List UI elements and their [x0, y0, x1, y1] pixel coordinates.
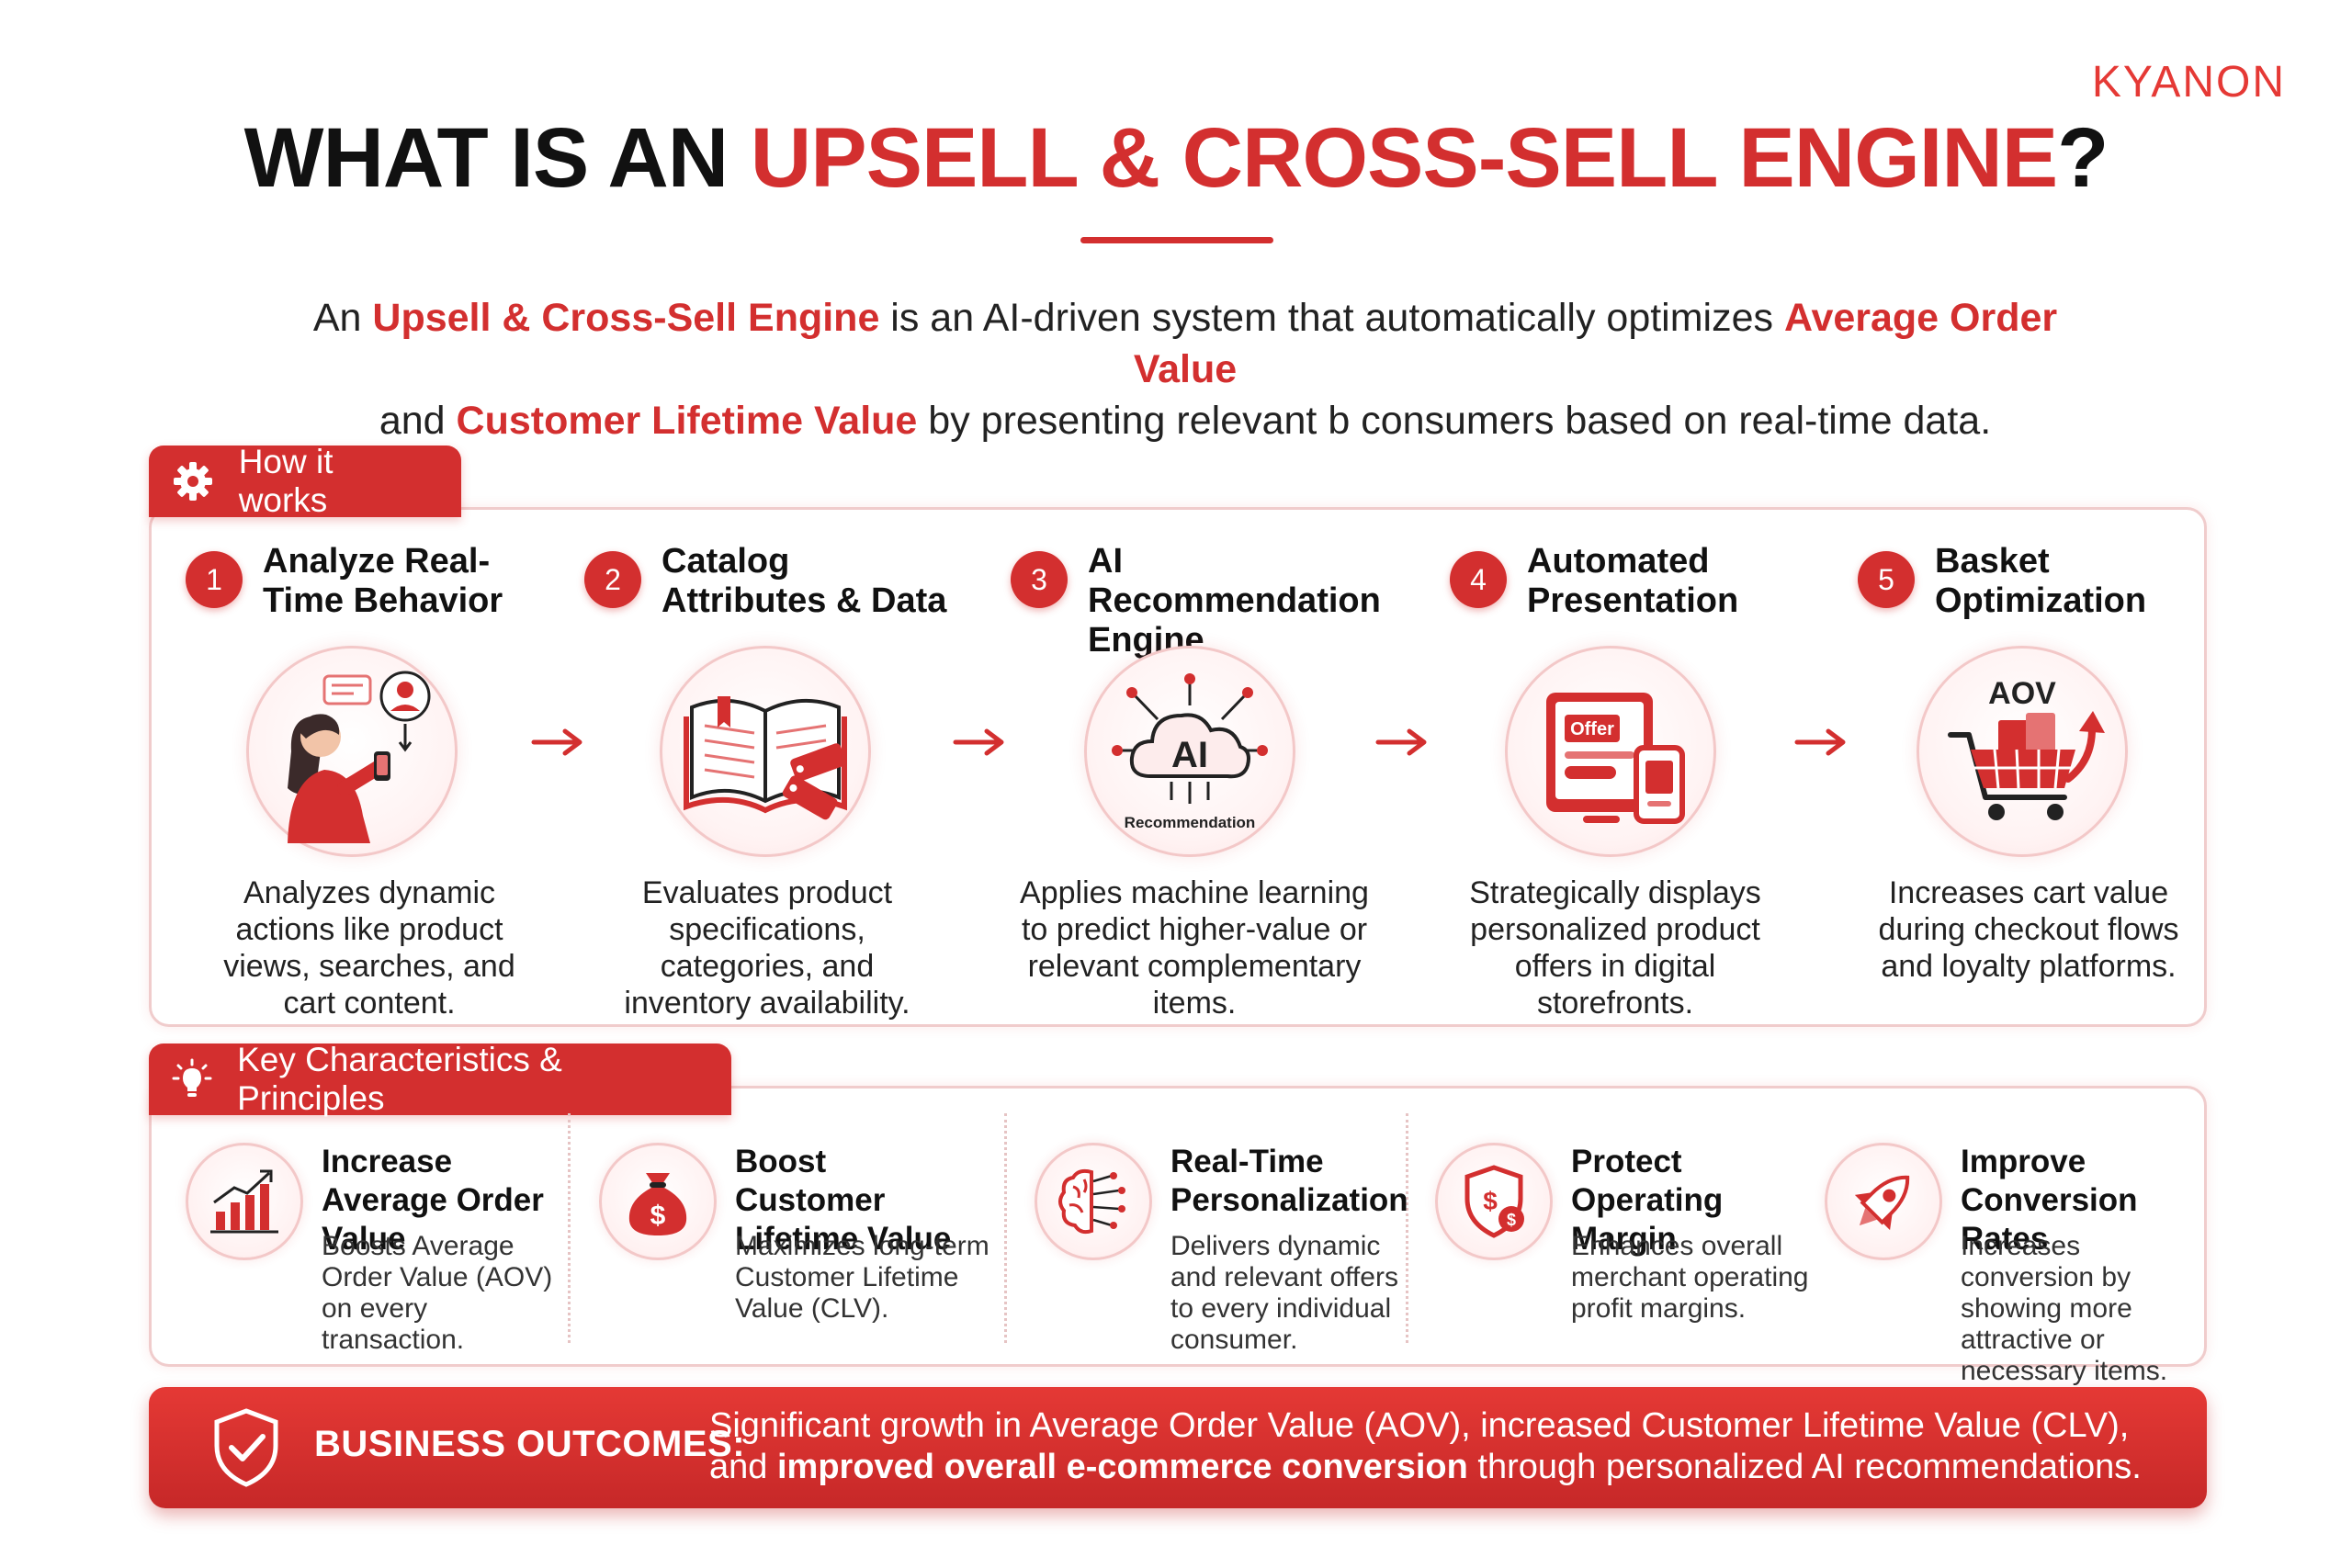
ai-text: AI	[1171, 735, 1208, 775]
title-highlight: UPSELL & CROSS-SELL ENGINE	[750, 111, 2058, 205]
characteristic-description: Enhances overall merchant operating prof…	[1571, 1231, 1809, 1324]
shopping-cart-aov-icon: AOV	[1917, 646, 2128, 857]
intro-emphasis: Customer Lifetime Value	[456, 399, 918, 443]
rocket-icon	[1825, 1143, 1942, 1260]
step-number: 2	[584, 551, 641, 608]
step-number: 1	[186, 551, 243, 608]
column-divider	[568, 1113, 571, 1343]
characteristic-description: Delivers dynamic and relevant offers to …	[1170, 1231, 1398, 1355]
lightbulb-icon	[171, 1057, 213, 1101]
intro-text: and	[379, 399, 457, 443]
outcomes-label: BUSINESS OUTCOMES:	[314, 1424, 746, 1464]
step-title-line: Presentation	[1527, 581, 1739, 620]
title-prefix: WHAT IS AN	[243, 111, 751, 205]
step-description: Increases cart value during checkout flo…	[1878, 875, 2179, 984]
step-title-line: Optimization	[1935, 581, 2147, 620]
brain-network-icon	[1035, 1143, 1152, 1260]
column-divider	[1004, 1113, 1007, 1343]
step-description: Analyzes dynamic actions like product vi…	[223, 875, 515, 1021]
step-title-line: Catalog	[662, 542, 790, 581]
characteristic-title: Boost Customer Lifetime Value	[735, 1144, 952, 1257]
step-title-line: Automated	[1527, 542, 1710, 581]
offer-text: Offer	[1570, 719, 1614, 739]
characteristic-title: Protect Operating Margin	[1571, 1144, 1724, 1257]
characteristic-title: Real-Time Personalization	[1170, 1144, 1408, 1218]
business-outcomes-banner: BUSINESS OUTCOMES: Significant growth in…	[149, 1387, 2207, 1508]
svg-text:$: $	[1507, 1211, 1516, 1229]
step-title-line: Attributes & Data	[662, 581, 947, 620]
how-it-works-tab: How it works	[149, 443, 461, 519]
characteristic-title: Improve Conversion Rates	[1961, 1144, 2138, 1257]
intro-text: is an AI-driven system that automaticall…	[879, 296, 1784, 340]
arrow-right-icon	[530, 724, 585, 761]
step-description: Applies machine learning to predict high…	[1020, 875, 1369, 1021]
step-number: 3	[1011, 551, 1068, 608]
brand-logo: KYANON	[2091, 58, 2286, 107]
title-suffix: ?	[2057, 111, 2109, 205]
step-number: 4	[1450, 551, 1507, 608]
shopper-phone-icon	[246, 646, 458, 857]
tablet-offer-icon: Offer	[1505, 646, 1716, 857]
ai-caption: Recommendation	[1125, 814, 1256, 831]
intro-text: by presenting relevant b consumers based…	[917, 399, 1992, 443]
arrow-right-icon	[1374, 724, 1430, 761]
svg-text:$: $	[1483, 1187, 1498, 1215]
gear-icon	[171, 459, 215, 503]
bar-chart-growth-icon	[186, 1143, 303, 1260]
characteristic-title: Increase Average Order Value	[322, 1144, 544, 1257]
outcomes-sentence: Significant growth in Average Order Valu…	[709, 1406, 2130, 1486]
outcomes-emphasis: improved overall e-commerce conversion	[776, 1448, 1468, 1486]
step-title-line: AI Recommendation	[1088, 542, 1381, 620]
characteristic-description: Maximizes long-term Customer Lifetime Va…	[735, 1231, 989, 1324]
intro-paragraph: An Upsell & Cross-Sell Engine is an AI-d…	[303, 292, 2067, 446]
aov-text: AOV	[1988, 676, 2056, 711]
arrow-right-icon	[1793, 724, 1849, 761]
step-description: Evaluates product specifications, catego…	[624, 875, 910, 1021]
tab-label: Key Characteristics & Principles	[237, 1041, 562, 1117]
title-underline	[1080, 237, 1273, 243]
step-title-line: Basket	[1935, 542, 2050, 581]
outcomes-sentence: through personalized AI recommendations.	[1467, 1448, 2142, 1486]
step-number: 5	[1858, 551, 1915, 608]
intro-text: An	[312, 296, 373, 340]
step-description: Strategically displays personalized prod…	[1469, 875, 1761, 1021]
step-title-line: Time Behavior	[263, 581, 503, 620]
characteristic-description: Boosts Average Order Value (AOV) on ever…	[322, 1231, 553, 1355]
step-title: Analyze Real-Time Behavior	[263, 542, 503, 621]
intro-emphasis: Average Order Value	[1133, 296, 2058, 391]
arrow-right-icon	[952, 724, 1007, 761]
key-characteristics-tab: Key Characteristics & Principles	[149, 1041, 731, 1117]
intro-emphasis: Upsell & Cross-Sell Engine	[372, 296, 880, 340]
shield-check-icon	[214, 1408, 278, 1487]
tab-label: How it works	[238, 443, 334, 519]
outcomes-text: Significant growth in Average Order Valu…	[709, 1405, 2179, 1488]
money-bag-icon: $	[599, 1143, 717, 1260]
shield-dollar-icon: $ $	[1435, 1143, 1553, 1260]
ai-cloud-icon: AI Recommendation	[1084, 646, 1295, 857]
open-catalog-icon	[660, 646, 871, 857]
page-title: WHAT IS AN UPSELL & CROSS-SELL ENGINE?	[0, 110, 2352, 207]
step-title-line: Analyze Real-	[263, 542, 491, 581]
characteristic-description: Increases conversion by showing more att…	[1961, 1231, 2168, 1386]
column-divider	[1406, 1113, 1408, 1343]
svg-text:$: $	[650, 1201, 666, 1231]
step-1: 1 Analyze Real-Time Behavior Analyzes dy…	[186, 542, 590, 1021]
